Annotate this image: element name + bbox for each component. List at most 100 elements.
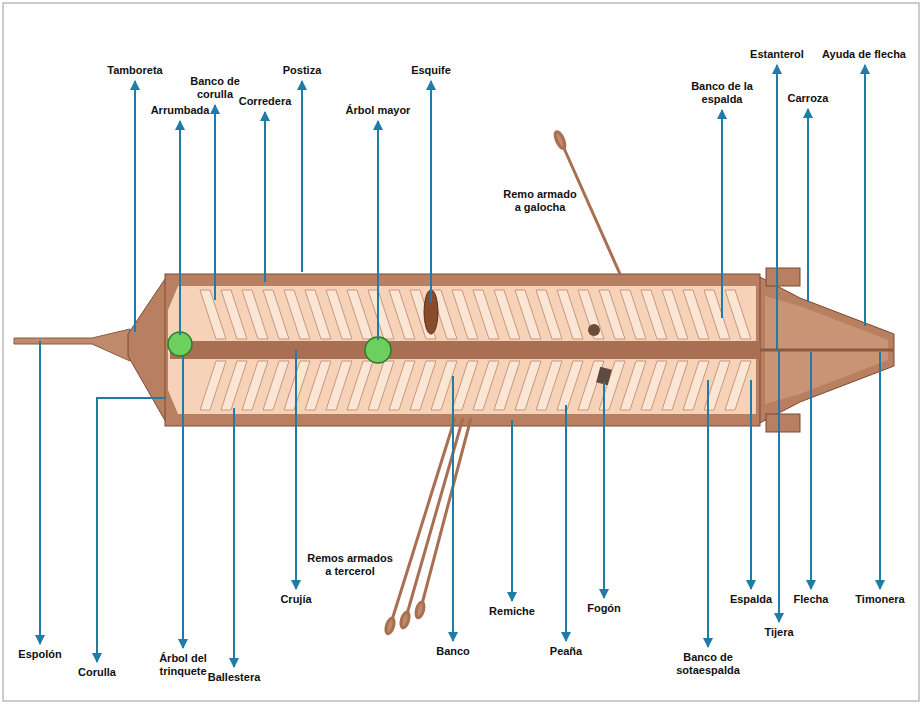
part-label: Remiche bbox=[489, 605, 535, 618]
part-label: Corredera bbox=[239, 95, 292, 108]
part-label: Tamboreta bbox=[107, 64, 162, 77]
part-label: Banco bbox=[436, 645, 470, 658]
leader-arrow bbox=[864, 65, 866, 326]
leader-arrow bbox=[603, 382, 605, 598]
bow bbox=[128, 276, 167, 424]
bench bbox=[683, 290, 709, 339]
leader-arrow bbox=[707, 380, 709, 647]
bench bbox=[494, 361, 520, 410]
part-label: Crujía bbox=[280, 593, 311, 606]
part-label: Espolón bbox=[18, 648, 61, 661]
part-label: Carroza bbox=[788, 92, 829, 105]
bench bbox=[515, 361, 541, 410]
leader-arrow bbox=[879, 352, 881, 589]
bench bbox=[452, 361, 478, 410]
hatch bbox=[588, 324, 600, 336]
leader-arrow bbox=[214, 105, 216, 300]
bench bbox=[410, 361, 436, 410]
bench bbox=[368, 290, 394, 339]
bench bbox=[452, 290, 478, 339]
bench bbox=[641, 290, 667, 339]
part-label: Ballestera bbox=[208, 671, 261, 684]
bench bbox=[662, 290, 688, 339]
part-label: Banco de sotaespalda bbox=[672, 651, 744, 677]
leader-arrow bbox=[511, 420, 513, 601]
leader-arrow bbox=[452, 376, 454, 641]
part-label: Banco de la espalda bbox=[689, 80, 755, 106]
bench bbox=[200, 361, 226, 410]
bench bbox=[536, 290, 562, 339]
bench bbox=[284, 290, 310, 339]
foremast bbox=[168, 332, 192, 356]
leader-arrow bbox=[810, 352, 812, 589]
bench bbox=[683, 361, 709, 410]
leader-arrow bbox=[233, 408, 235, 667]
part-label: Peaña bbox=[550, 645, 582, 658]
leader-arrow bbox=[721, 110, 723, 318]
bench bbox=[704, 290, 730, 339]
bench bbox=[242, 361, 268, 410]
bench bbox=[221, 361, 247, 410]
leader-arrow bbox=[182, 356, 184, 648]
leader-arrows bbox=[40, 65, 880, 667]
leader-arrow bbox=[565, 405, 567, 641]
bench bbox=[620, 361, 646, 410]
leader-arrow bbox=[179, 121, 181, 335]
part-label: Postiza bbox=[283, 64, 322, 77]
part-label: Ayuda de flecha bbox=[822, 48, 906, 61]
leader-arrow bbox=[778, 350, 780, 622]
part-label: Remos armados a tercerol bbox=[305, 552, 395, 578]
bench bbox=[263, 361, 289, 410]
bench bbox=[389, 290, 415, 339]
leader-arrow bbox=[776, 65, 778, 350]
bench bbox=[578, 290, 604, 339]
leader-arrow bbox=[264, 112, 266, 282]
crujia bbox=[170, 341, 760, 359]
bench bbox=[305, 361, 331, 410]
bench bbox=[221, 290, 247, 339]
bench bbox=[557, 361, 583, 410]
part-label: Estanterol bbox=[750, 48, 804, 61]
part-label: Espalda bbox=[730, 593, 772, 606]
bench bbox=[242, 290, 268, 339]
bench bbox=[725, 361, 751, 410]
frame bbox=[3, 3, 919, 701]
stern-post bbox=[766, 268, 800, 286]
bench bbox=[326, 361, 352, 410]
bench bbox=[473, 361, 499, 410]
bench bbox=[326, 290, 352, 339]
spur bbox=[14, 329, 130, 361]
bench bbox=[725, 290, 751, 339]
leader-arrow bbox=[750, 380, 752, 589]
part-label: Banco de corulla bbox=[185, 75, 245, 101]
bench bbox=[557, 290, 583, 339]
part-label: Árbol del trinquete bbox=[153, 652, 213, 678]
leader-arrow bbox=[807, 109, 809, 302]
bench bbox=[263, 290, 289, 339]
hull bbox=[165, 274, 760, 426]
bench bbox=[515, 290, 541, 339]
bench bbox=[305, 290, 331, 339]
bench bbox=[347, 361, 373, 410]
part-label: Fogón bbox=[587, 602, 621, 615]
bench bbox=[473, 290, 499, 339]
part-label: Remo armado a galocha bbox=[501, 188, 579, 214]
stern-post bbox=[766, 414, 800, 432]
bench bbox=[536, 361, 562, 410]
bench bbox=[494, 290, 520, 339]
bench bbox=[641, 361, 667, 410]
bench bbox=[389, 361, 415, 410]
leader-arrow bbox=[430, 81, 432, 302]
part-label: Arrumbada bbox=[151, 104, 210, 117]
oars bbox=[384, 130, 620, 634]
leader-arrow bbox=[134, 81, 136, 332]
leader-arrow bbox=[295, 350, 297, 589]
bench bbox=[620, 290, 646, 339]
leader-arrow bbox=[97, 398, 166, 662]
leader-arrow bbox=[39, 341, 41, 644]
bench bbox=[662, 361, 688, 410]
part-label: Tijera bbox=[764, 626, 793, 639]
